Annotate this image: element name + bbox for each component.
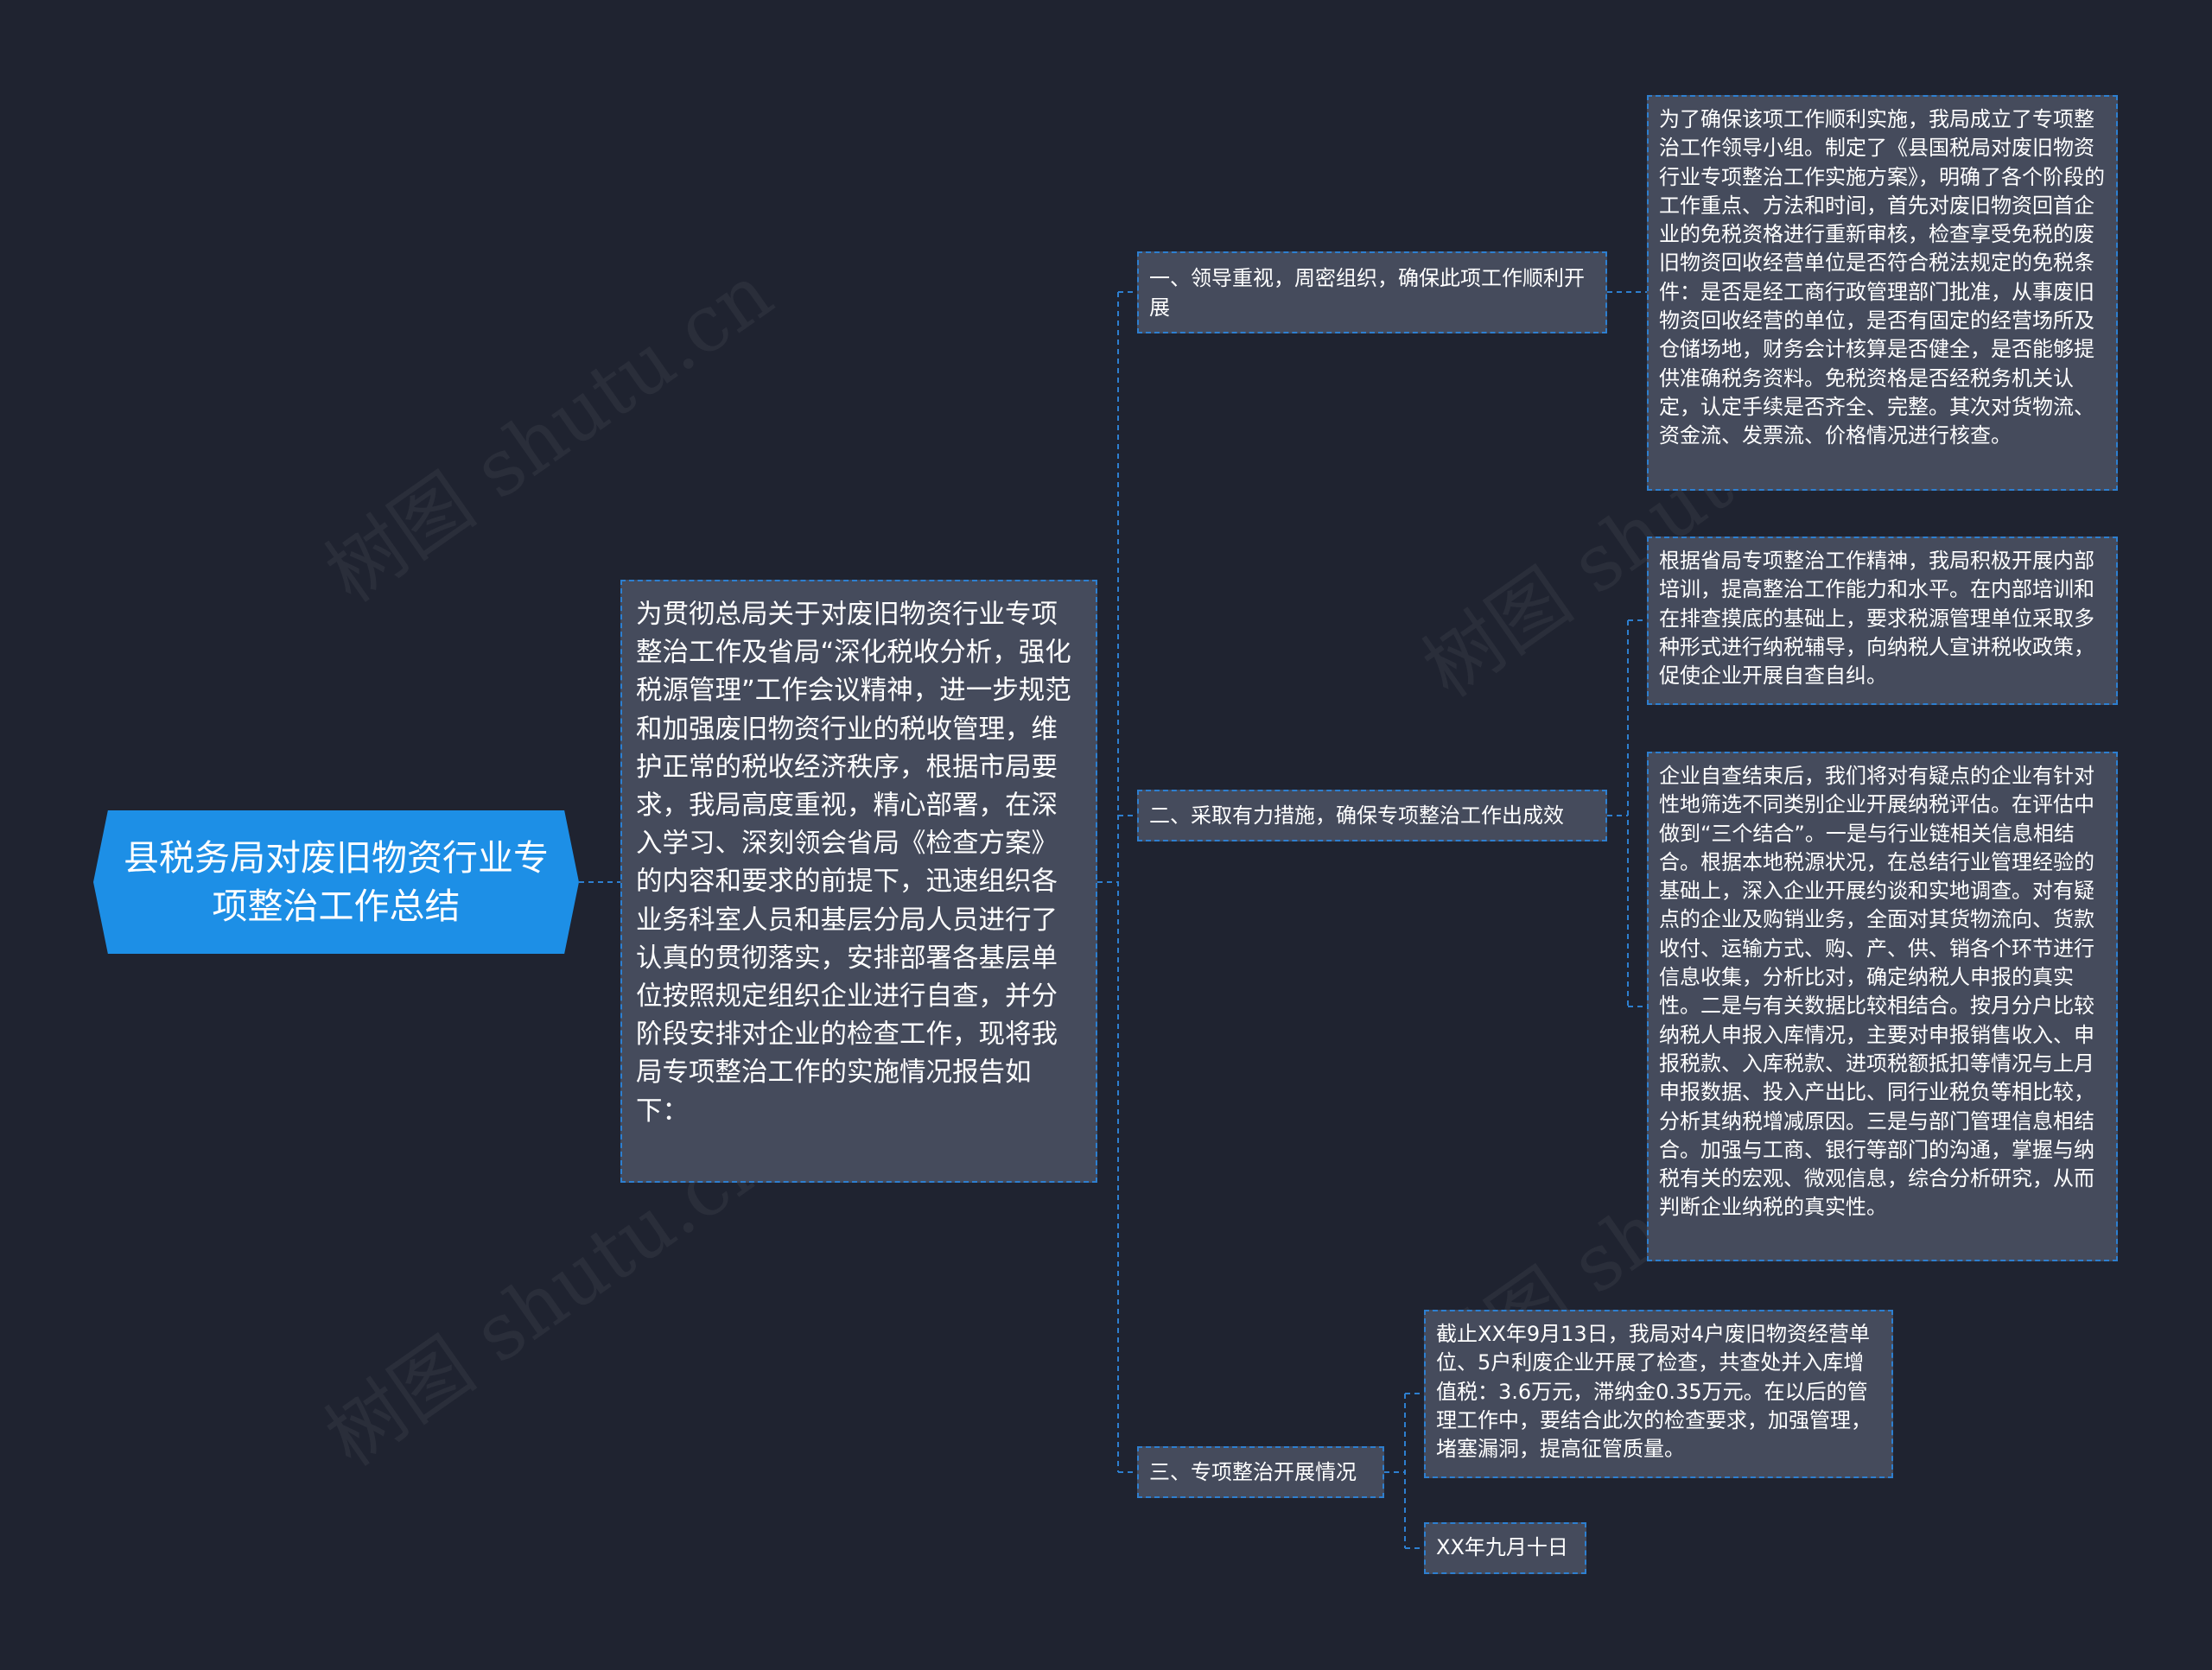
branch-label: 三、专项整治开展情况 [1149, 1460, 1357, 1484]
branch-label: 一、领导重视，周密组织，确保此项工作顺利开展 [1149, 265, 1585, 320]
detail-text: 为了确保该项工作顺利实施，我局成立了专项整治工作领导小组。制定了《县国税局对废旧… [1659, 107, 2105, 448]
detail-text: 企业自查结束后，我们将对有疑点的企业有针对性地筛选不同类别企业开展纳税评估。在评… [1659, 764, 2094, 1220]
intro-node[interactable]: 为贯彻总局关于对废旧物资行业专项整治工作及省局“深化税收分析，强化税源管理”工作… [620, 580, 1097, 1183]
root-topic[interactable]: 县税务局对废旧物资行业专项整治工作总结 [93, 810, 579, 954]
branch-node-leadership[interactable]: 一、领导重视，周密组织，确保此项工作顺利开展 [1137, 251, 1607, 333]
detail-text: XX年九月十日 [1436, 1535, 1568, 1560]
root-title: 县税务局对废旧物资行业专项整治工作总结 [124, 837, 549, 927]
branch-node-measures[interactable]: 二、采取有力措施，确保专项整治工作出成效 [1137, 790, 1607, 841]
detail-node-date[interactable]: XX年九月十日 [1424, 1522, 1586, 1574]
branch-node-progress[interactable]: 三、专项整治开展情况 [1137, 1446, 1384, 1498]
intro-text: 为贯彻总局关于对废旧物资行业专项整治工作及省局“深化税收分析，强化税源管理”工作… [636, 600, 1071, 1127]
detail-text: 根据省局专项整治工作精神，我局积极开展内部培训，提高整治工作能力和水平。在内部培… [1659, 549, 2094, 689]
detail-text: 截止XX年9月13日，我局对4户废旧物资经营单位、5户利废企业开展了检查，共查处… [1436, 1322, 1872, 1462]
detail-node-leadership[interactable]: 为了确保该项工作顺利实施，我局成立了专项整治工作领导小组。制定了《县国税局对废旧… [1647, 95, 2118, 491]
watermark: 树图 shutu.cn [310, 247, 789, 620]
branch-label: 二、采取有力措施，确保专项整治工作出成效 [1149, 803, 1564, 828]
detail-node-training[interactable]: 根据省局专项整治工作精神，我局积极开展内部培训，提高整治工作能力和水平。在内部培… [1647, 537, 2118, 705]
detail-node-results[interactable]: 截止XX年9月13日，我局对4户废旧物资经营单位、5户利废企业开展了检查，共查处… [1424, 1310, 1893, 1478]
detail-node-assessment[interactable]: 企业自查结束后，我们将对有疑点的企业有针对性地筛选不同类别企业开展纳税评估。在评… [1647, 752, 2118, 1261]
